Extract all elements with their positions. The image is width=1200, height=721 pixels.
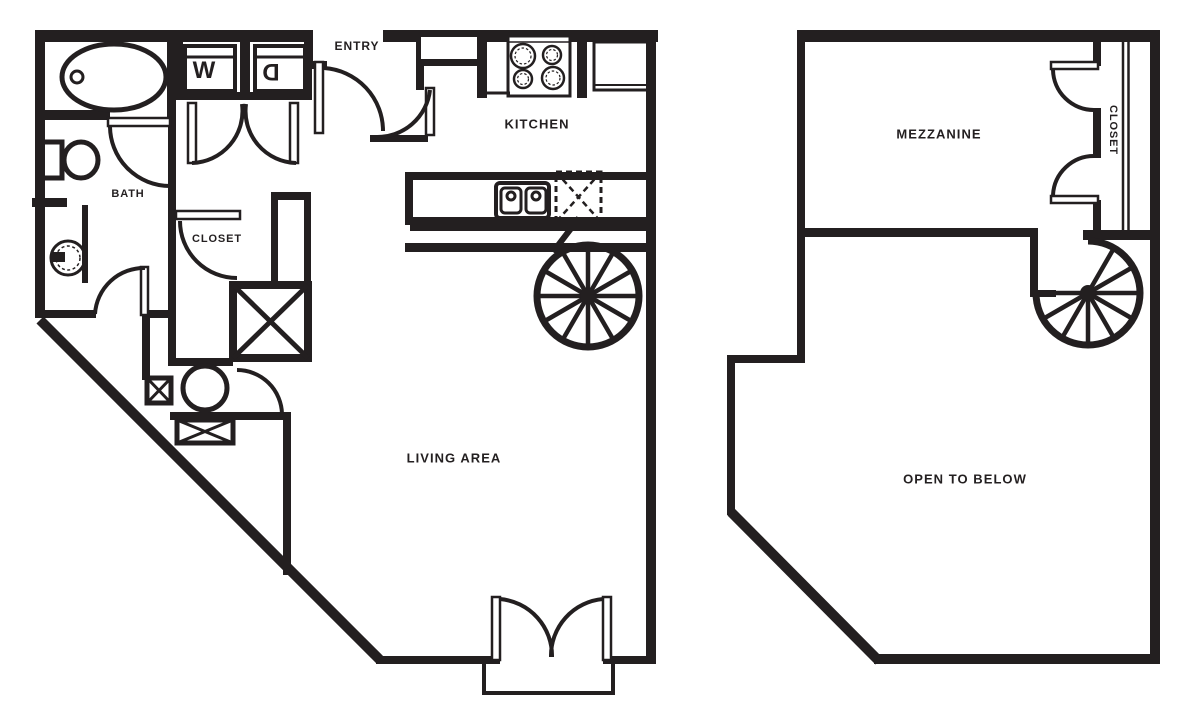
utility-door bbox=[236, 368, 284, 415]
bath-door bbox=[106, 116, 172, 188]
mezzanine-label: MEZZANINE bbox=[896, 126, 982, 142]
vanity-sink-icon bbox=[49, 239, 87, 277]
entry-label: ENTRY bbox=[334, 39, 380, 53]
kitchen-counter bbox=[405, 172, 656, 225]
unit1-interior-walls bbox=[32, 35, 652, 575]
duct-chase bbox=[271, 192, 311, 285]
dryer-label: D bbox=[262, 58, 280, 85]
hall-door bbox=[93, 265, 150, 317]
small-x-box-icon bbox=[144, 375, 174, 406]
spiral-staircase-upper bbox=[1032, 237, 1144, 349]
mezzanine-closet-door-upper bbox=[1049, 60, 1100, 112]
stoop bbox=[482, 660, 615, 695]
wide-x-box-icon bbox=[174, 417, 236, 446]
mezzanine-closet-label: CLOSET bbox=[1107, 105, 1119, 155]
entry-nook-niche bbox=[421, 37, 477, 59]
water-heater-icon bbox=[180, 363, 230, 413]
closet-door bbox=[174, 209, 242, 280]
bath-label: BATH bbox=[111, 188, 145, 200]
washer-dryer-unit bbox=[175, 30, 312, 100]
entry-nook-walls bbox=[416, 36, 487, 98]
unit2-outer-walls bbox=[727, 30, 1160, 664]
mezzanine-closet-door-lower bbox=[1049, 153, 1100, 205]
laundry-double-doors bbox=[186, 101, 300, 165]
closet-label: CLOSET bbox=[192, 233, 242, 245]
unit2-diagonal-wall bbox=[727, 508, 883, 665]
kitchen-sink-icon bbox=[494, 181, 551, 220]
living-area-label: LIVING AREA bbox=[406, 450, 502, 466]
open-to-below-label: OPEN TO BELOW bbox=[903, 471, 1027, 487]
closet-shelf-lines bbox=[1121, 42, 1130, 230]
kitchen-label: KITCHEN bbox=[504, 116, 570, 132]
patio-double-doors bbox=[490, 595, 613, 662]
stove-icon bbox=[506, 34, 572, 98]
mechanical-platform-icon bbox=[229, 281, 312, 362]
dishwasher-icon bbox=[554, 170, 603, 224]
washer-label: W bbox=[192, 57, 216, 84]
spiral-staircase bbox=[533, 241, 643, 351]
kitchen-door bbox=[375, 86, 436, 140]
toilet-icon bbox=[37, 139, 101, 181]
entry-door bbox=[313, 60, 386, 135]
bathtub-icon bbox=[59, 41, 169, 113]
fridge-icon bbox=[592, 40, 650, 92]
unit1-diagonal-wall bbox=[36, 316, 384, 664]
